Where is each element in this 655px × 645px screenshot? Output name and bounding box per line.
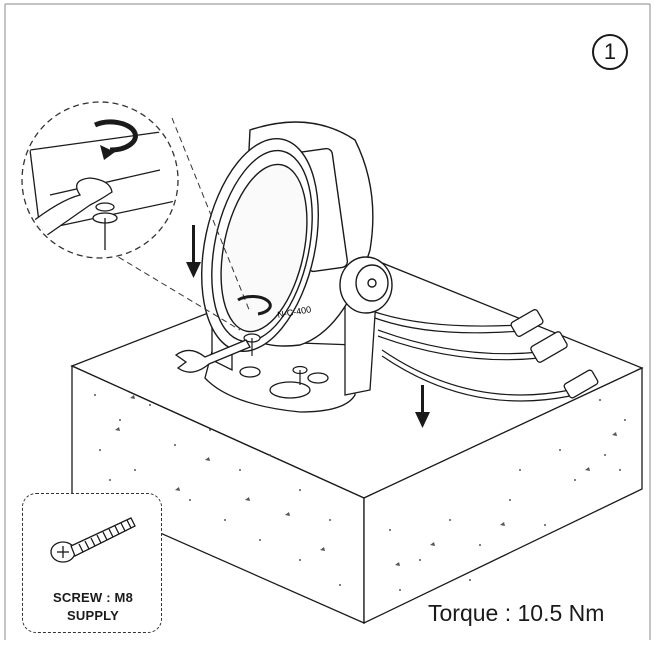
- magnified-detail: [21, 101, 251, 331]
- screw-icon: [50, 517, 136, 563]
- concrete-speckles: [94, 394, 626, 591]
- mounting-base: [204, 339, 356, 413]
- torque-label: Torque : 10.5 Nm: [428, 600, 605, 626]
- tilt-knob: [339, 256, 393, 314]
- base-rotate-icon: [237, 294, 272, 316]
- down-arrow-icon: [186, 225, 430, 428]
- connector-icon: [510, 309, 599, 399]
- screw-size-label: SCREW : M8: [53, 590, 133, 605]
- wrench-icon: [174, 339, 251, 373]
- rotate-clockwise-icon: [93, 119, 138, 160]
- screw-supply-label: SUPPLY: [66, 608, 120, 623]
- step-number-badge: 1: [592, 34, 628, 70]
- base-screws: [243, 333, 308, 385]
- step-number: 1: [603, 39, 617, 64]
- power-cables: [374, 311, 571, 402]
- light-fixture: [201, 121, 374, 352]
- screw-supply-box: SCREW : M8 SUPPLY: [22, 493, 162, 633]
